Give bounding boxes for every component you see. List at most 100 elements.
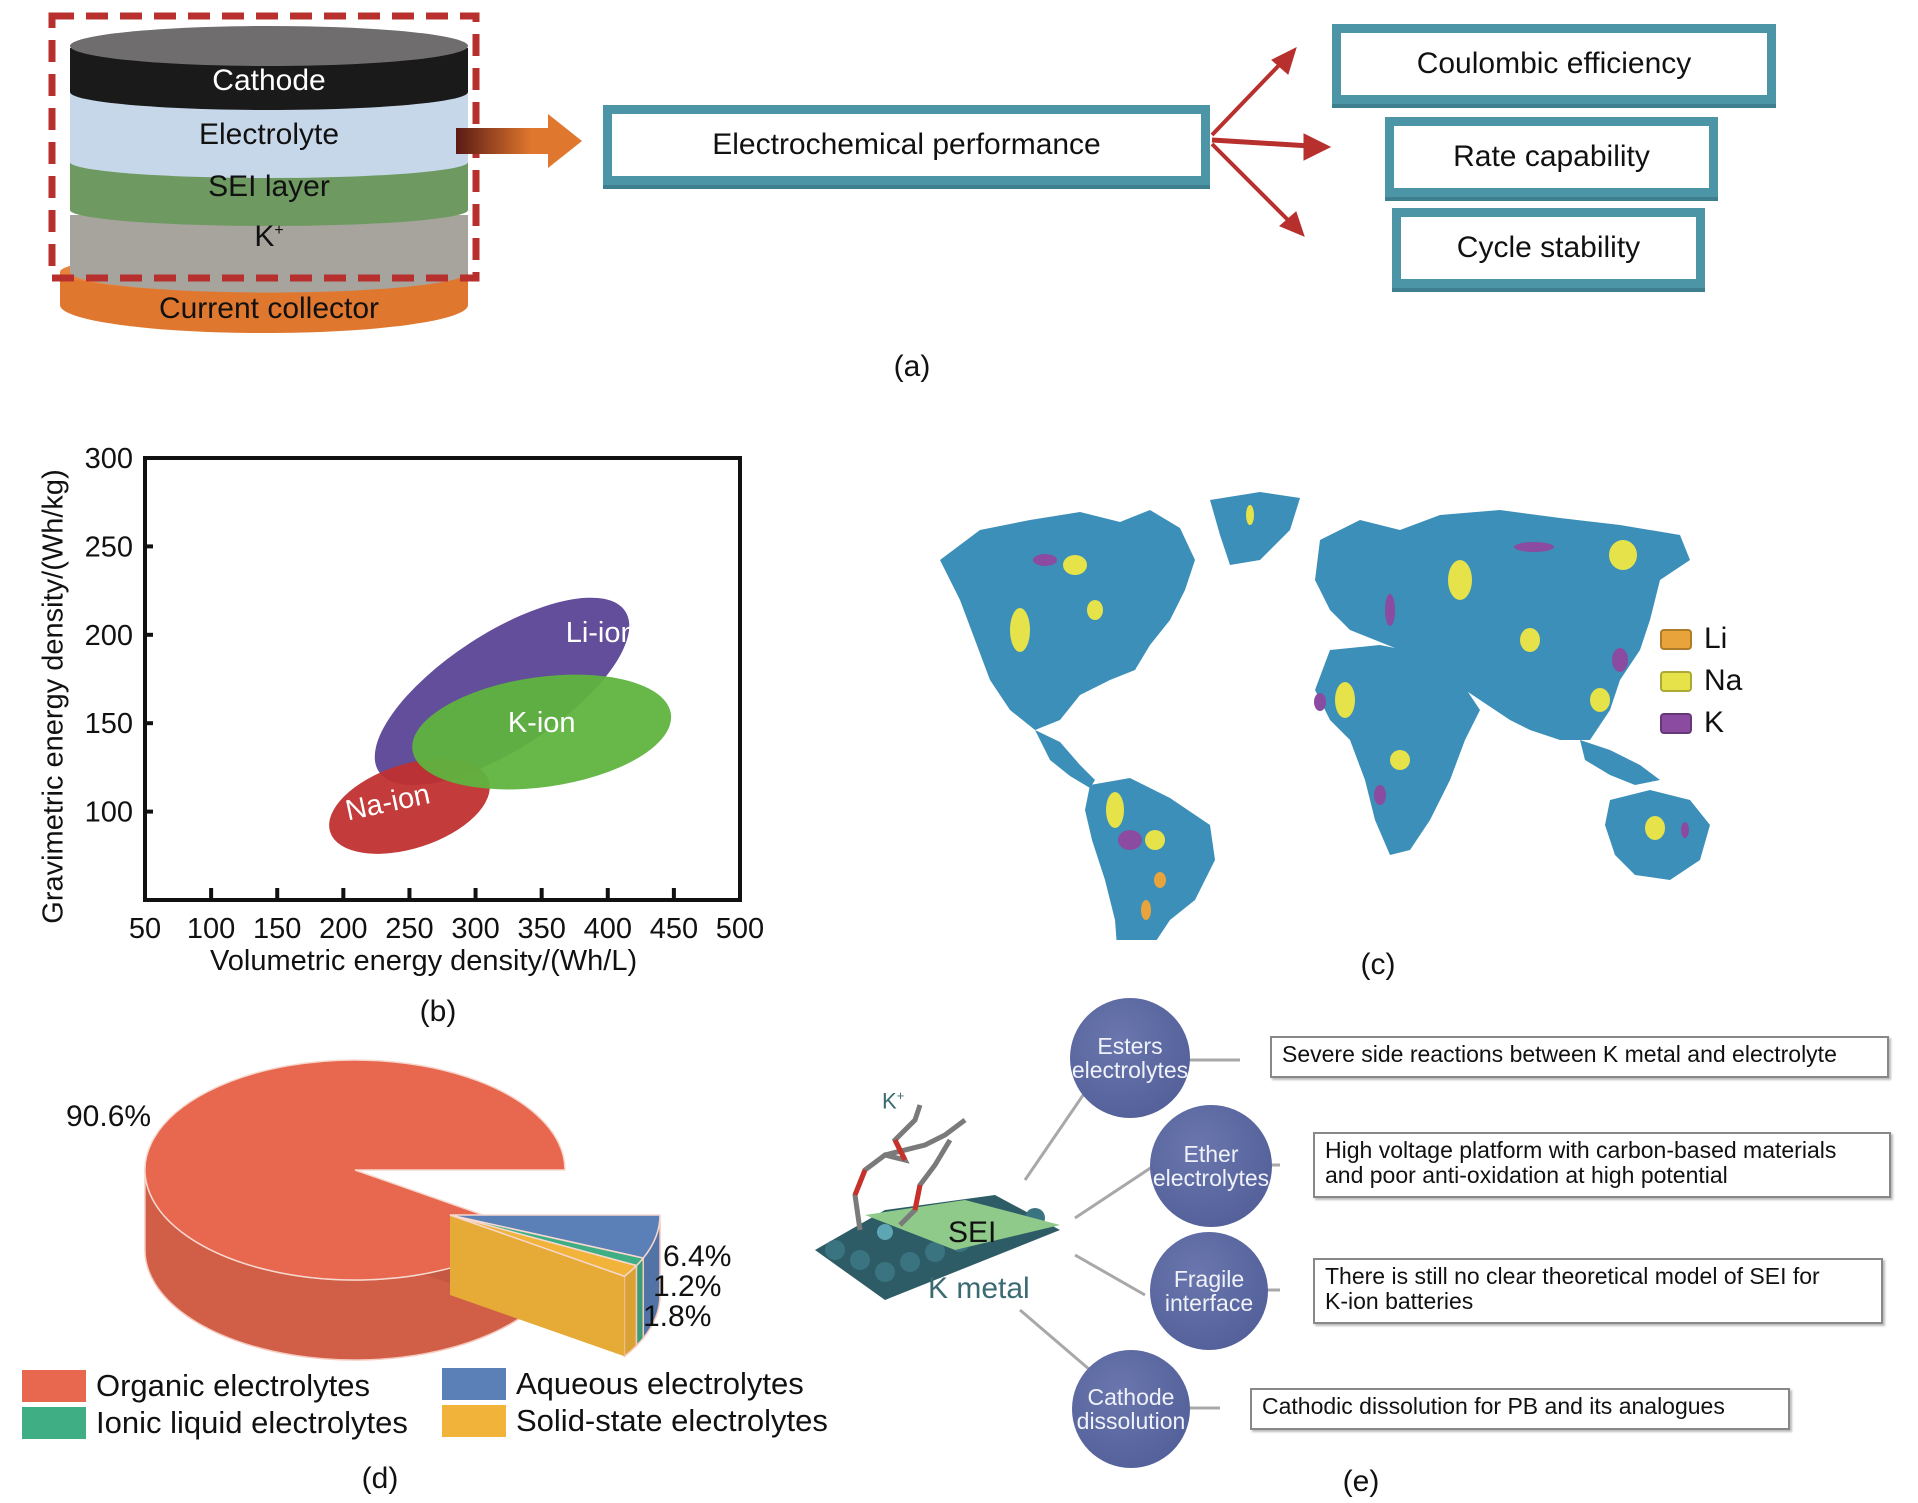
arrow-to-rate [1211,137,1311,149]
description-line: Cathodic dissolution for PB and its anal… [1262,1393,1725,1419]
map-legend-na: Na [1660,664,1742,698]
continent-eurasia [1315,510,1690,740]
arrowhead-icon [1271,47,1297,75]
continent-africa [1315,645,1480,855]
bubble-line: dissolution [1076,1408,1186,1434]
electrochemical-performance-box: Electrochemical performance [603,105,1210,185]
plot-frame [143,456,742,902]
map-legend-li: Li [1660,622,1727,656]
pie-label-organic: 90.6% [66,1100,152,1133]
caption-a: (a) [893,350,931,383]
y-tick-label: 300 [85,443,133,475]
description-box-esters: Severe side reactions between K metal an… [1270,1036,1889,1078]
li-swatch-icon [1660,628,1692,650]
layer-sei [70,162,468,226]
bubble-line: electrolytes [1071,1057,1189,1083]
bubble-line: interface [1164,1290,1254,1316]
pie-front-solid [450,1215,625,1357]
k-swatch-icon [1660,712,1692,734]
x-tick-label: 100 [187,913,235,945]
map-legend-label: Na [1704,664,1743,697]
region-label-li-ion: Li-ion [566,617,637,649]
continent-se-asia [1580,740,1660,785]
organic-swatch-icon [22,1370,86,1402]
continent-north-america [940,510,1195,730]
k-ion-sup: + [896,1088,905,1103]
arrowhead-icon [1303,133,1332,161]
pie-label-aqueous: 6.4% [663,1240,732,1273]
description-line: Severe side reactions between K metal an… [1282,1041,1837,1067]
x-tick-label: 300 [451,913,499,945]
x-tick-label: 500 [716,913,764,945]
continent-greenland [1210,492,1300,565]
pie-legend-label: Aqueous electrolytes [516,1366,804,1401]
arrowhead-icon [1279,211,1305,237]
solid-swatch-icon [442,1405,506,1437]
x-tick-label: 400 [584,913,632,945]
bubble-line: Fragile [1173,1266,1245,1292]
x-tick-label: 50 [129,913,161,945]
aqueous-swatch-icon [442,1368,506,1400]
layer-label-current-collector: Current collector [158,292,380,325]
description-box-cathode: Cathodic dissolution for PB and its anal… [1250,1388,1790,1430]
pie-legend-ionic: Ionic liquid electrolytes [22,1405,408,1441]
layer-k [70,215,468,293]
region-na-ion [329,758,490,854]
layer-electrolyte [70,92,468,178]
layer-label-electrolyte: Electrolyte [198,118,340,151]
x-tick-label: 450 [650,913,698,945]
description-line: High voltage platform with carbon-based … [1325,1137,1837,1163]
k-metal-sei-illustration [815,1104,1060,1300]
region-k-ion [412,674,672,790]
k-ion-text: K [882,1088,897,1114]
k-text: K [254,220,275,253]
arrow-to-cycle [1210,142,1294,226]
layer-label-cathode: Cathode [212,64,326,97]
pie-side-solid [623,1263,638,1358]
na-swatch-icon [1660,670,1692,692]
caption-d: (d) [361,1462,399,1495]
caption-b: (b) [419,995,457,1028]
bubble-line: Ether [1183,1141,1239,1167]
description-box-fragile: There is still no clear theoretical mode… [1313,1258,1883,1324]
pie-legend-label: Organic electrolytes [96,1368,370,1403]
branch-arrows [1210,47,1332,237]
caption-c: (c) [1360,948,1396,981]
layer-cathode [70,26,468,110]
x-tick-label: 350 [517,913,565,945]
map-legend-k: K [1660,706,1724,740]
battery-cylinder [48,12,582,334]
region-label-k-ion: K-ion [508,707,576,739]
caption-e: (e) [1342,1465,1380,1498]
pie-legend-solid: Solid-state electrolytes [442,1403,828,1439]
bubble-line: Cathode [1087,1384,1175,1410]
k-ion-label: K+ [882,1088,904,1114]
electrolyte-pie-chart [144,1059,661,1361]
x-tick-label: 250 [385,913,433,945]
y-tick-label: 250 [85,531,133,563]
y-tick-label: 150 [85,708,133,740]
resource-deposits [1010,505,1689,920]
ionic-swatch-icon [22,1407,86,1439]
arrow-to-coulombic [1210,58,1286,137]
outcome-box-rate-capability: Rate capability [1385,117,1718,197]
x-axis-label: Volumetric energy density/(Wh/L) [210,945,638,977]
y-axis-label: Gravimetric energy density/(Wh/kg) [37,469,70,924]
pie-label-ionic: 1.2% [653,1270,722,1303]
k-metal-label: K metal [928,1272,1030,1305]
y-tick-label: 200 [85,620,133,652]
pie-slice-solid [449,1214,638,1278]
x-tick-label: 200 [319,913,367,945]
outcome-box-coulombic-efficiency: Coulombic efficiency [1332,24,1776,104]
pie-legend-aqueous: Aqueous electrolytes [442,1366,804,1402]
pie-legend-label: Solid-state electrolytes [516,1403,828,1438]
y-tick-label: 100 [85,797,133,829]
description-line: There is still no clear theoretical mode… [1325,1263,1820,1289]
map-legend-label: K [1704,706,1725,739]
continent-central-america [1035,730,1095,788]
